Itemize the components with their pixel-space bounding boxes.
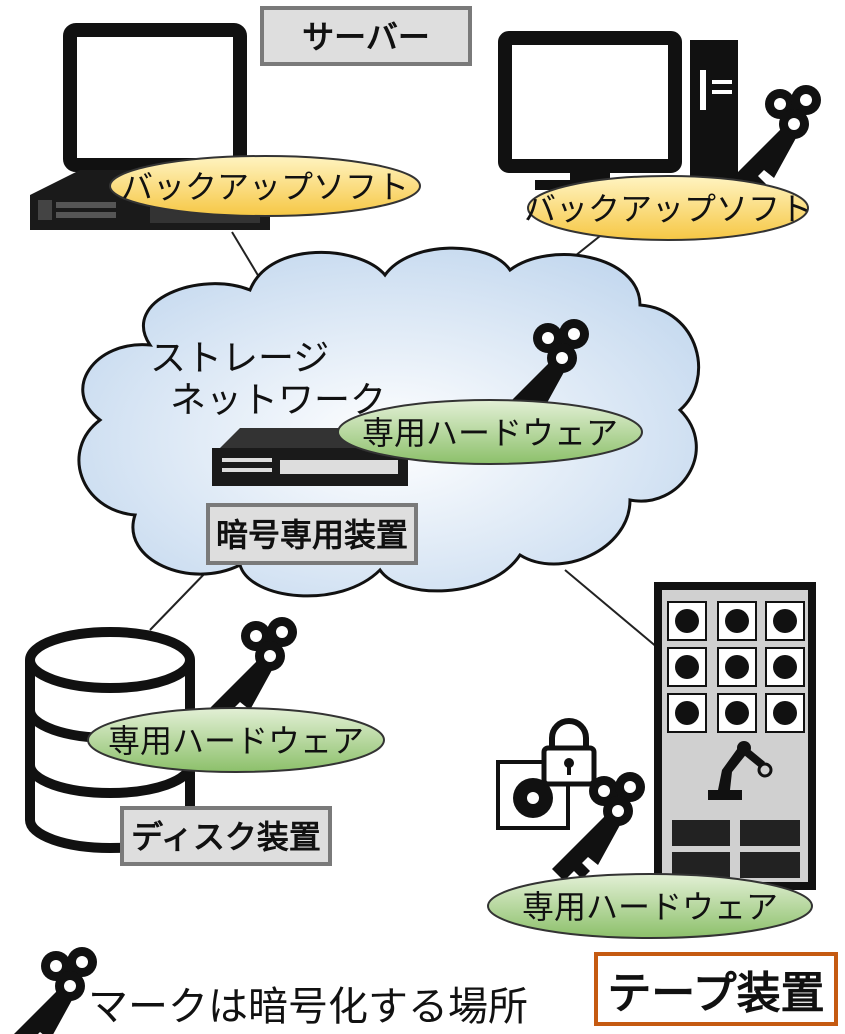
encryption-appliance-label: 暗号専用装置 [216, 516, 408, 554]
disk-label: ディスク装置 [131, 818, 321, 856]
tape-label-box: テープ装置 [594, 952, 838, 1026]
encryption-appliance-box [206, 503, 418, 565]
server-label-box [260, 6, 472, 66]
key-icon-legend [4, 947, 97, 1034]
tape-library-icon [654, 582, 816, 890]
dedicated-hw-oval-disk [87, 707, 385, 773]
storage-network-line2: ネットワーク [170, 380, 386, 421]
link-cloud-disk [149, 567, 211, 631]
server-label: サーバー [302, 18, 430, 56]
lock-icon [541, 718, 597, 787]
link-cloud-tape [564, 569, 659, 649]
robot-arm-icon [708, 741, 773, 800]
desktop-monitor-icon [498, 31, 682, 190]
tape-cartridge-icon [496, 760, 570, 830]
dedicated-hw-label-network: 専用ハードウェア [362, 414, 618, 452]
key-icon-desktop [728, 85, 821, 194]
dedicated-hw-oval-network [337, 399, 643, 465]
dedicated-hw-oval-tape [487, 873, 813, 939]
storage-network-line1: ストレージ [150, 338, 329, 379]
legend-text: マークは暗号化する場所 [88, 984, 528, 1030]
desktop-tower-icon [690, 40, 738, 190]
backup-soft-label-desktop: バックアップソフト [524, 190, 812, 228]
disk-label-box [120, 806, 332, 866]
dedicated-hw-label-disk: 専用ハードウェア [108, 722, 364, 760]
backup-soft-label-server: バックアップソフト [121, 168, 409, 206]
backup-soft-oval-server [109, 155, 421, 217]
tape-label: テープ装置 [607, 968, 825, 1019]
backup-soft-oval-desktop [527, 175, 809, 241]
dedicated-hw-label-tape: 専用ハードウェア [522, 888, 778, 926]
